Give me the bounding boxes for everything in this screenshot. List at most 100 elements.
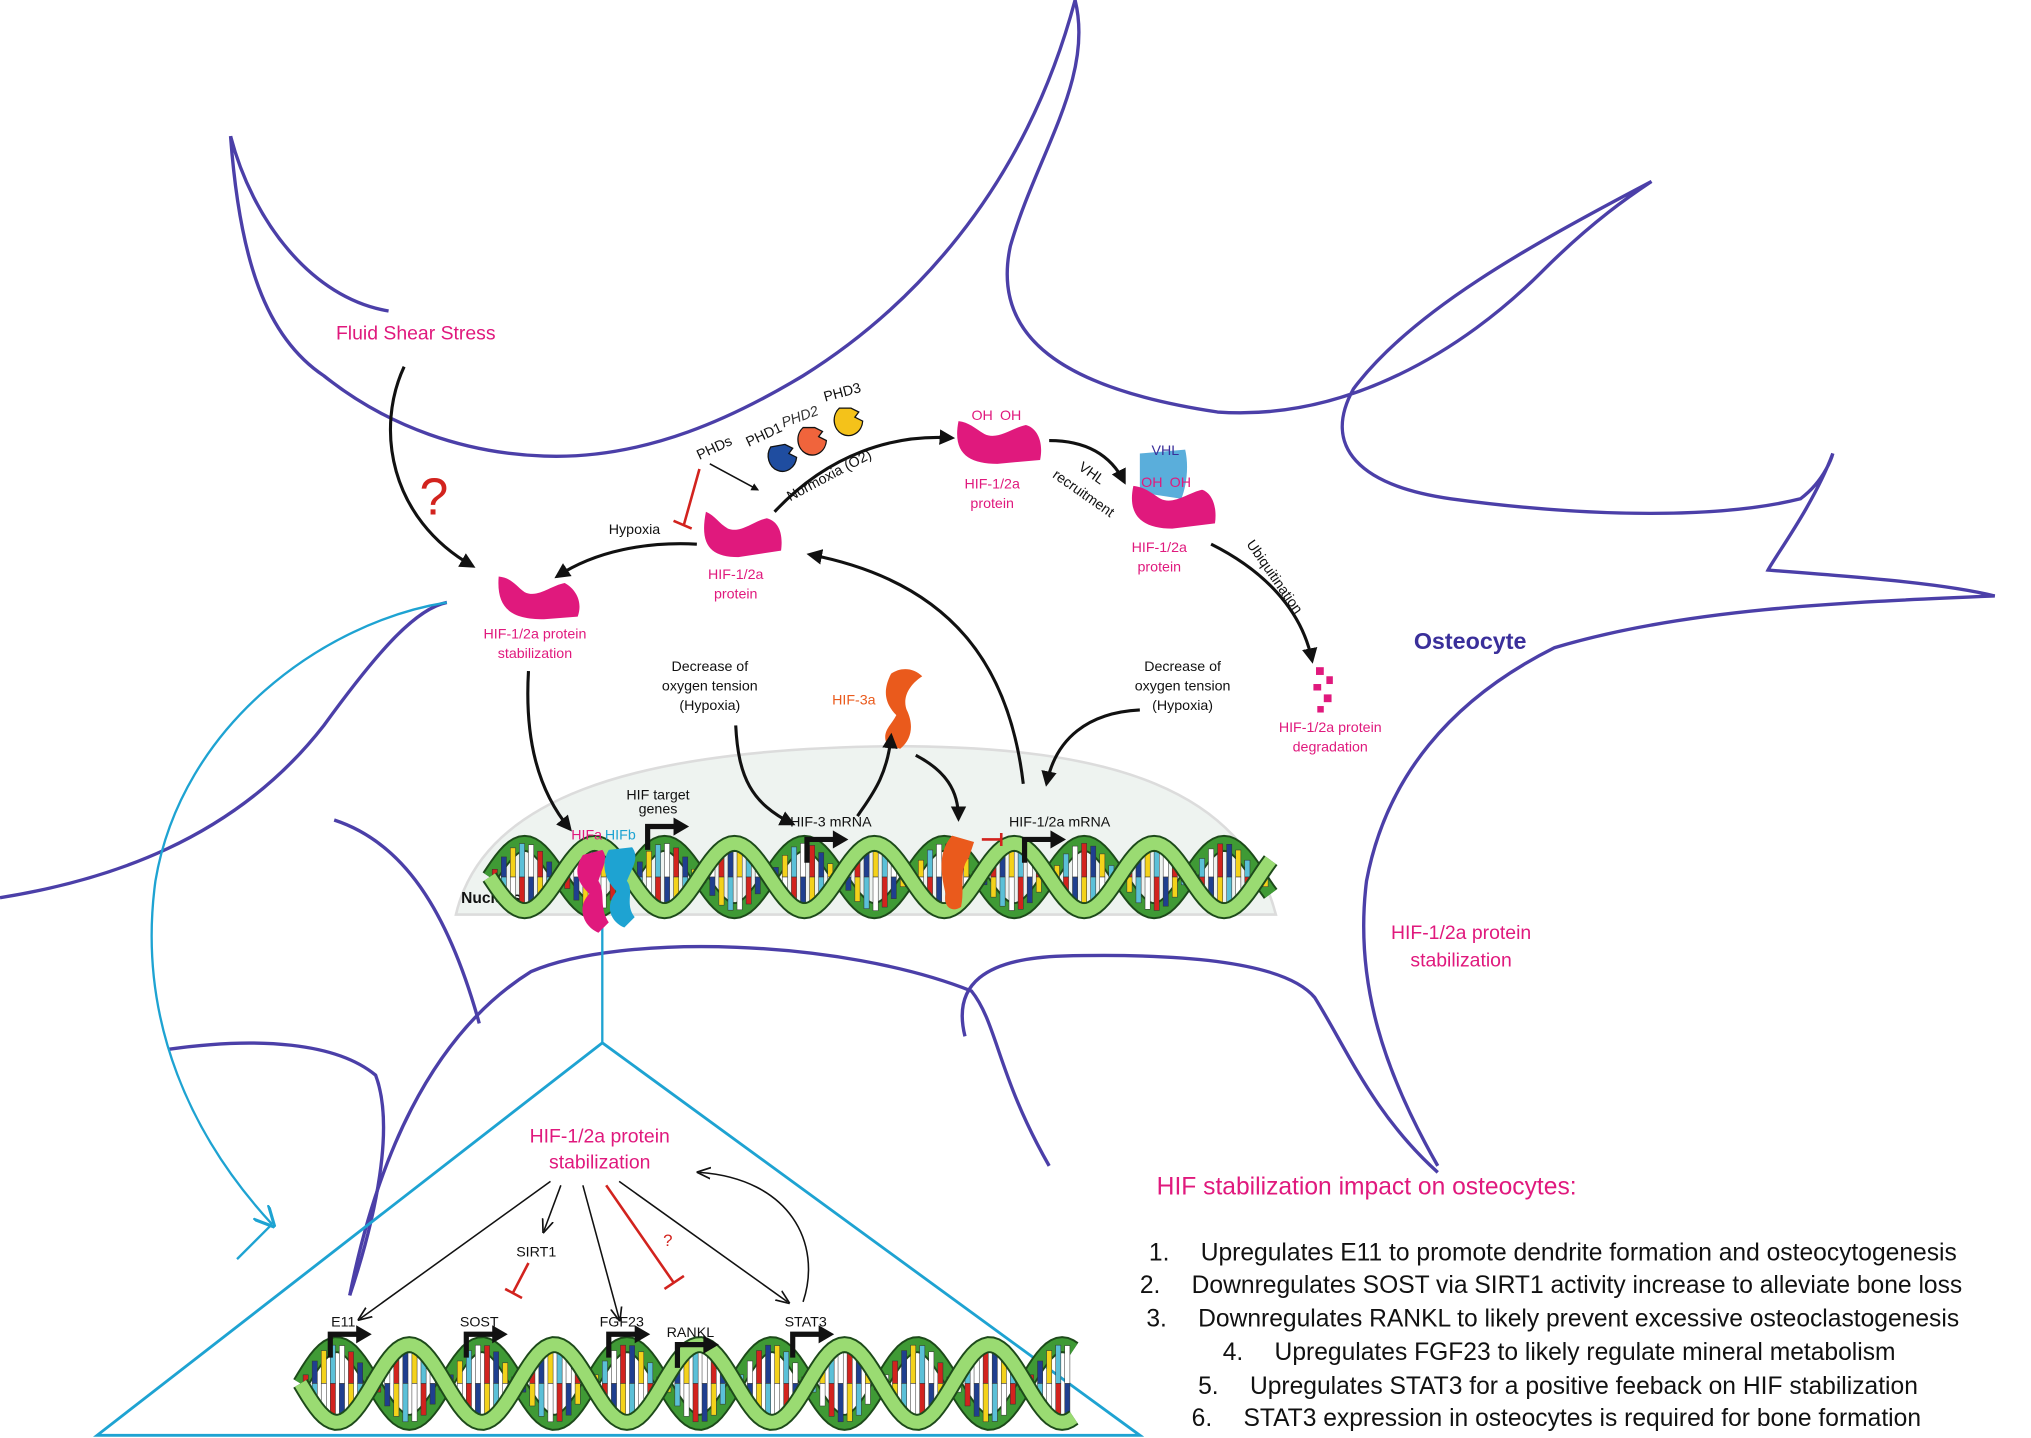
promoter-arrow-icon <box>804 836 836 863</box>
base-pair <box>936 843 942 878</box>
inset-triangle <box>92 1041 1145 1437</box>
base-pair <box>1162 876 1169 907</box>
base-pair <box>538 1383 545 1417</box>
vhl-label: VHL <box>1152 443 1180 459</box>
sost-inhibition <box>504 1262 530 1300</box>
impact-item-text: Upregulates E11 to promote dendrite form… <box>1201 1239 1957 1266</box>
hydroxylated-label-1: HIF-1/2a <box>964 476 1019 492</box>
base-pair <box>864 1383 871 1405</box>
dna-strand <box>294 1338 1078 1429</box>
promoter-arrow-icon <box>606 1331 638 1358</box>
promoter-arrowhead <box>703 1335 719 1354</box>
base-pair <box>674 1383 681 1407</box>
hydroxylated-hif-shape <box>957 421 1042 464</box>
impact-item-number: 2. <box>1140 1272 1161 1299</box>
phd-inhibition-line <box>673 468 701 530</box>
base-pair <box>872 876 879 911</box>
hif3-mrna-label: HIF-3 mRNA <box>790 815 872 831</box>
base-pair <box>493 1351 499 1384</box>
base-pair <box>1064 1345 1071 1384</box>
ubiquitination-label: Ubiquitination <box>1243 537 1306 617</box>
base-pair <box>647 1362 654 1384</box>
impact-item-number: 6. <box>1192 1405 1213 1432</box>
base-pair <box>756 1350 762 1384</box>
base-pair <box>745 876 752 905</box>
promoter-arrowhead <box>1050 830 1067 849</box>
impact-item-number: 1. <box>1149 1239 1170 1266</box>
base-pair <box>1008 876 1015 911</box>
promoter-arrow-icon <box>674 1342 706 1368</box>
phds-label: PHDs <box>694 433 734 463</box>
base-pair <box>655 844 661 878</box>
base-pair <box>809 845 815 878</box>
impact-item-text: Upregulates STAT3 for a positive feeback… <box>1250 1373 1918 1400</box>
osteocyte-label: Osteocyte <box>1414 628 1527 654</box>
dna-helix-inset <box>293 1336 1079 1431</box>
base-pair <box>1063 853 1069 878</box>
base-pair <box>747 1360 753 1384</box>
base-pair <box>402 1383 409 1423</box>
base-pair <box>718 876 725 906</box>
base-pair <box>602 1360 608 1384</box>
base-pair <box>1037 1360 1043 1384</box>
base-pair <box>1090 845 1097 878</box>
base-pair <box>1072 845 1078 878</box>
degradation-label-2: degradation <box>1293 739 1368 755</box>
base-pair <box>1217 843 1224 878</box>
inset-title-1: HIF-1/2a protein <box>530 1126 670 1148</box>
base-pair <box>1235 849 1242 878</box>
normoxia-label: Normoxia (O2) <box>784 447 874 505</box>
hifa-label: HIFa <box>571 827 602 843</box>
promoter-arrow-icon <box>327 1331 359 1358</box>
side-stabilization-1: HIF-1/2a protein <box>1391 922 1531 944</box>
base-pair <box>384 1383 391 1407</box>
base-pair <box>429 1383 436 1405</box>
base-pair <box>420 1383 427 1416</box>
promoter-arrow-icon <box>463 1331 495 1358</box>
base-pair <box>683 1383 690 1417</box>
base-pair <box>673 847 679 878</box>
base-pair <box>1055 1344 1062 1384</box>
base-pair <box>357 1362 363 1384</box>
decrease-right-3: (Hypoxia) <box>1152 698 1213 714</box>
base-pair <box>1010 1383 1016 1405</box>
base-pair <box>881 876 888 908</box>
base-pair <box>982 1383 989 1423</box>
base-pair <box>611 1350 617 1384</box>
base-pair <box>556 1383 563 1422</box>
base-pair <box>999 876 1006 907</box>
base-pair <box>854 876 861 902</box>
cyan-connector-tail <box>236 1223 273 1260</box>
hif3-translation-arrow <box>856 732 898 818</box>
base-pair <box>411 1383 418 1422</box>
degradation-label-1: HIF-1/2a protein <box>1279 720 1382 736</box>
base-pair <box>1153 876 1160 911</box>
phd3-label: PHD3 <box>822 380 863 405</box>
base-pair <box>890 876 897 899</box>
base-pair <box>1199 858 1205 878</box>
phds-arrow <box>709 463 760 491</box>
decrease-right-1: Decrease of <box>1144 659 1221 675</box>
decrease-right-2: oxygen tension <box>1135 679 1231 695</box>
osteocyte-cell-outline <box>0 0 1996 1296</box>
promoter-arrowhead <box>492 1325 508 1344</box>
unknown-mechanism-mark: ? <box>420 467 449 525</box>
hypoxia-arrow <box>554 542 697 579</box>
base-pair <box>537 850 543 878</box>
promoter-arrowhead <box>832 830 849 849</box>
oh-label-1: OH <box>971 408 992 424</box>
base-pair <box>1208 848 1214 878</box>
base-pair <box>719 1383 726 1405</box>
fluid-shear-stress-label: Fluid Shear Stress <box>336 322 496 344</box>
hypoxia-label: Hypoxia <box>609 522 661 538</box>
hif3a-shape <box>885 669 923 749</box>
side-stabilization-2: stabilization <box>1410 949 1511 971</box>
base-pair <box>620 1344 626 1384</box>
base-pair <box>783 1351 790 1384</box>
base-pair <box>320 1350 327 1384</box>
vhl-bound-label-2: protein <box>1138 559 1182 575</box>
base-pair <box>393 1383 400 1417</box>
fgf23-arrow <box>582 1185 619 1318</box>
